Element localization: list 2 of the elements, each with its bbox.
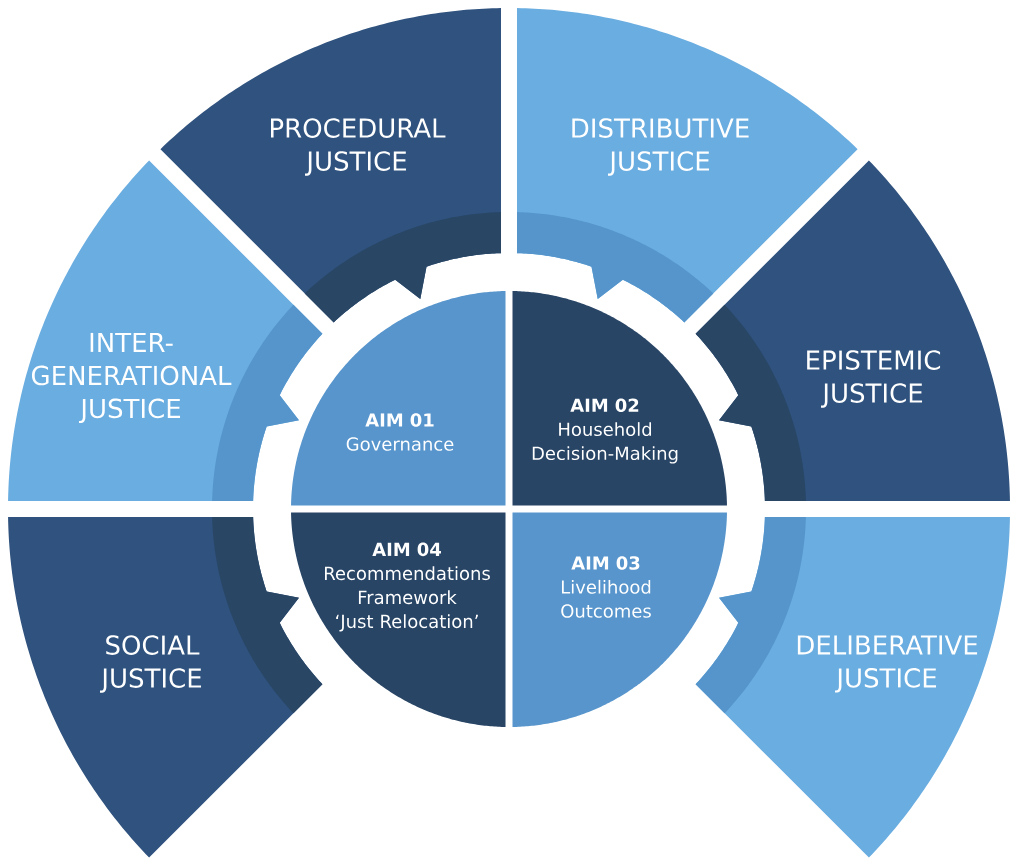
ring-segment: DELIBERATIVE JUSTICE	[695, 517, 1010, 858]
ring-segment: SOCIAL JUSTICE	[8, 517, 323, 858]
